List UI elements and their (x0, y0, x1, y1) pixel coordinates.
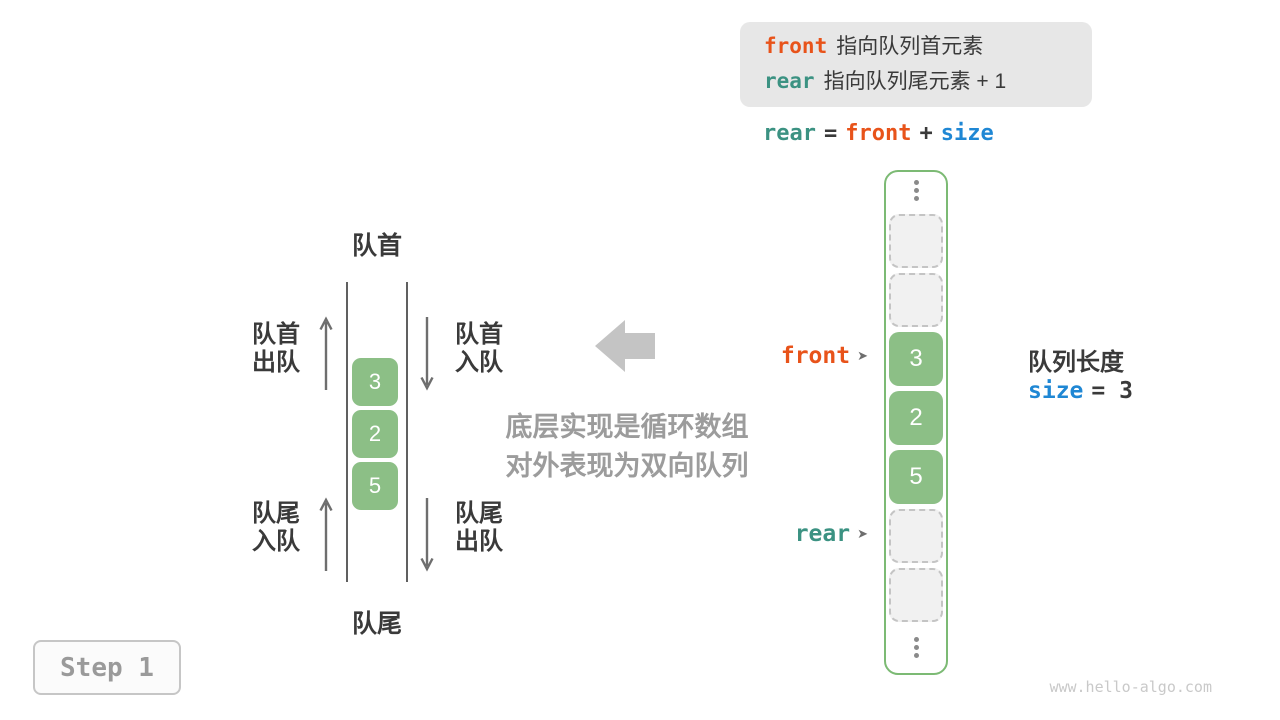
dequeue-front-arrow-icon (319, 316, 333, 390)
queue-channel-left-wall (346, 282, 348, 582)
formula-plus: + (919, 121, 933, 146)
rear-keyword: rear (764, 69, 815, 93)
implementation-note: 底层实现是循环数组 对外表现为双向队列 (477, 408, 777, 486)
note-line-2: 对外表现为双向队列 (505, 451, 749, 481)
queue-length-label: 队列长度 (1028, 349, 1124, 376)
ellipsis-dots-icon (913, 180, 919, 201)
watermark: www.hello-algo.com (1049, 678, 1212, 696)
array-cell: 3 (889, 332, 943, 386)
queue-item: 3 (352, 358, 398, 406)
enqueue-front-arrow-icon (420, 317, 434, 391)
array-cell: 2 (889, 391, 943, 445)
pointer-right-arrow-icon: ➤ (857, 526, 868, 542)
action-dequeue-front: 队首 出队 (252, 321, 300, 376)
array-cell-empty (889, 214, 943, 268)
pointer-definition-box: front 指向队列首元素 rear 指向队列尾元素 + 1 (740, 22, 1092, 107)
action-enqueue-rear: 队尾 入队 (252, 500, 300, 555)
queue-rear-label: 队尾 (351, 610, 402, 638)
queue-item: 2 (352, 410, 398, 458)
size-value: = 3 (1091, 378, 1133, 404)
array-cell-empty (889, 509, 943, 563)
ellipsis-dots-icon (913, 637, 919, 658)
formula-size: size (940, 121, 994, 146)
array-container: 3 2 5 (884, 170, 948, 675)
front-pointer: front ➤ (748, 343, 868, 369)
front-definition-text: 指向队列首元素 (836, 35, 984, 58)
queue-item: 5 (352, 462, 398, 510)
array-cell: 5 (889, 450, 943, 504)
formula-front: front (845, 121, 912, 146)
rear-definition-line: rear 指向队列尾元素 + 1 (764, 64, 1092, 99)
array-cell-empty (889, 568, 943, 622)
queue-front-label: 队首 (351, 232, 402, 260)
pointer-right-arrow-icon: ➤ (857, 348, 868, 364)
action-dequeue-rear: 队尾 出队 (455, 500, 503, 555)
left-block-arrow-icon (595, 320, 655, 372)
queue-length-value: size = 3 (1028, 378, 1133, 404)
front-keyword: front (764, 34, 828, 58)
step-badge: Step 1 (33, 640, 181, 695)
formula-rear: rear (763, 121, 816, 146)
rear-definition-text: 指向队列尾元素 + 1 (823, 70, 1007, 93)
formula-equals: = (823, 121, 838, 146)
size-keyword: size (1028, 378, 1084, 404)
front-pointer-label: front (780, 343, 851, 369)
enqueue-rear-arrow-icon (319, 497, 333, 571)
dequeue-rear-arrow-icon (420, 498, 434, 572)
rear-pointer-label: rear (794, 521, 851, 547)
note-line-1: 底层实现是循环数组 (505, 412, 749, 442)
front-definition-line: front 指向队列首元素 (764, 29, 1092, 64)
queue-channel-right-wall (406, 282, 408, 582)
action-enqueue-front: 队首 入队 (455, 321, 503, 376)
array-cell-empty (889, 273, 943, 327)
rear-pointer: rear ➤ (748, 521, 868, 547)
rear-formula: rear = front + size (763, 120, 994, 146)
